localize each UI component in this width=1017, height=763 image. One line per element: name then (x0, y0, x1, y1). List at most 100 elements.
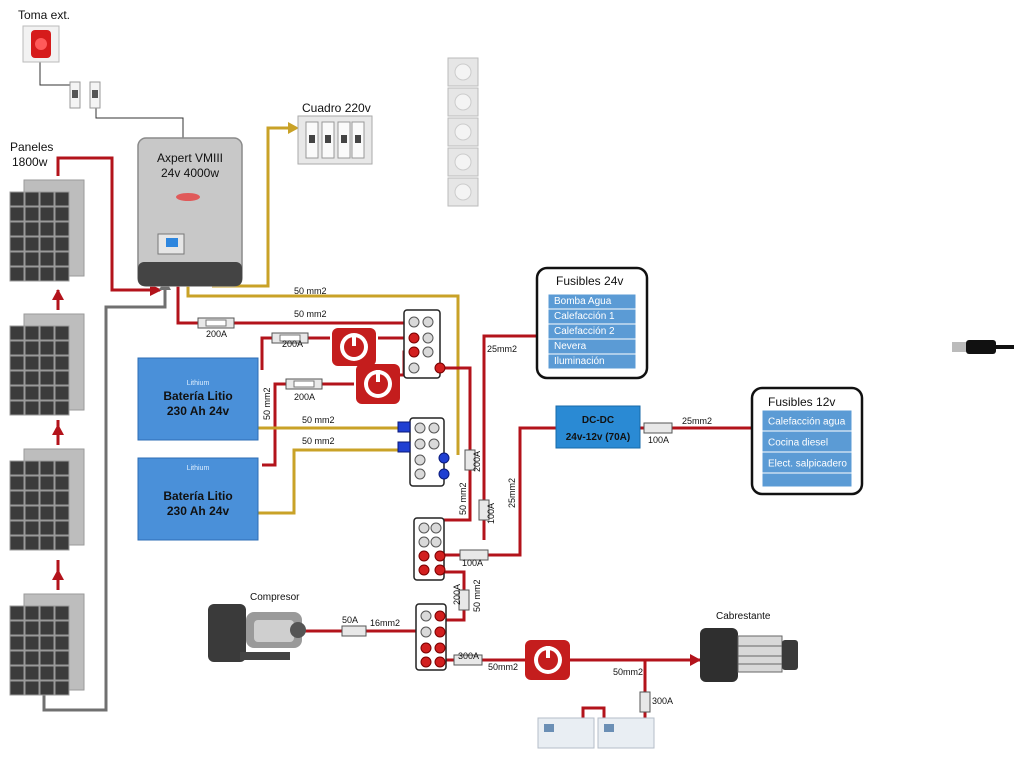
busbar-distribution (413, 517, 446, 581)
wire-breaker-inverter (95, 105, 184, 138)
fuse-200a-vert (464, 449, 476, 471)
wire-solar-negative (42, 285, 167, 712)
arrow-right-icon (150, 284, 162, 296)
wire-label: 50mm2 (613, 667, 643, 677)
fuse-item: Calefacción agua (761, 409, 853, 432)
cabrestante-label: Cabrestante (716, 611, 771, 622)
busbar-lower (415, 603, 447, 671)
battery-1-label-1: Batería Litio (163, 389, 232, 403)
fusibles-12v-title: Fusibles 12v (768, 395, 835, 409)
fuse-item: Calefacción 2 (547, 323, 637, 340)
dcdc-label-2: 24v-12v (70A) (566, 432, 630, 443)
fuse-item-label: Bomba Agua (554, 296, 612, 307)
arrow-right-icon (288, 122, 299, 134)
socket-icon (22, 25, 60, 63)
arrow-up-icon (52, 569, 64, 580)
fuse-200a-bat2 (285, 378, 323, 390)
fuse-label: 100A (462, 558, 483, 568)
fuse-300a-b (639, 691, 651, 713)
winch-icon (700, 628, 798, 682)
wire-label: 50 mm2 (472, 579, 482, 612)
inverter-unit (137, 137, 243, 287)
battery-switch-2 (356, 364, 400, 404)
fuse-item-label: Nevera (554, 341, 587, 352)
fuse-300a-a (453, 654, 483, 666)
fuse-50a (341, 625, 367, 637)
inverter-label-2: 24v 4000w (161, 166, 219, 180)
wire-inverter-pos (176, 285, 404, 325)
battery-switch-1 (332, 328, 376, 366)
battery-2: Lithium (137, 457, 259, 541)
solar-panel (9, 325, 70, 416)
wire-inverter-neg (186, 285, 460, 455)
fuse-100a-dcdc-out (643, 422, 673, 434)
wire-aux-link (581, 706, 606, 718)
arrow-up-icon (52, 424, 64, 435)
paneles-label-1: Paneles (10, 140, 53, 154)
busbar-top (403, 309, 446, 379)
cuadro-label: Cuadro 220v (302, 101, 371, 115)
wire-label: 50 mm2 (302, 415, 335, 425)
solar-panels (9, 179, 85, 696)
compresor-label: Compresor (250, 592, 300, 603)
fuse-item-empty (761, 472, 853, 488)
paneles-label-2: 1800w (12, 155, 48, 169)
electrical-panel-icon (297, 115, 373, 165)
wire-fuses24 (482, 334, 540, 540)
solar-panel (9, 191, 70, 282)
battery-1: Lithium (137, 357, 259, 441)
wire-label: 50 mm2 (294, 309, 327, 319)
fuse-100a-dcdc-in (459, 549, 489, 561)
wire-bat2-neg (258, 448, 400, 515)
fuse-item: Bomba Agua (547, 293, 637, 310)
fuse-label: 300A (652, 696, 673, 706)
breaker-icon (69, 81, 101, 109)
fuse-100a-vert (478, 499, 490, 521)
battery-brand-label: Lithium (187, 380, 210, 387)
fuse-item-label: Iluminación (554, 356, 605, 367)
battery-2-label-1: Batería Litio (163, 489, 232, 503)
solar-panel (9, 605, 70, 696)
fuse-200a-inverter (197, 317, 235, 329)
busbar-negative (397, 417, 450, 487)
wire-label: 16mm2 (370, 618, 400, 628)
fuse-item: Iluminación (547, 353, 637, 370)
fusibles-24v-title: Fusibles 24v (556, 274, 623, 288)
wire-toma (39, 62, 72, 86)
fuse-200a-lower (458, 589, 470, 611)
fuse-item: Cocina diesel (761, 430, 853, 453)
wire-label: 50mm2 (488, 662, 518, 672)
fuse-item-label: Cocina diesel (768, 437, 828, 448)
battery-2-label-2: 230 Ah 24v (167, 504, 230, 518)
fuse-label: 100A (648, 435, 669, 445)
wire-inverter-cuadro (212, 126, 290, 288)
winch-switch (525, 640, 570, 680)
battery-1-label-2: 230 Ah 24v (167, 404, 230, 418)
inverter-label-1: Axpert VMIII (157, 151, 223, 165)
fuse-item-label: Calefacción 1 (554, 311, 615, 322)
solar-panel (9, 460, 70, 551)
fuse-item: Nevera (547, 338, 637, 355)
wire-solar-positive (56, 156, 160, 292)
arrow-right-icon (690, 654, 701, 666)
fuse-label: 200A (282, 339, 303, 349)
wire-label: 25mm2 (507, 478, 517, 508)
fuse-label: 200A (294, 392, 315, 402)
fuse-item: Calefacción 1 (547, 308, 637, 325)
fuse-label: 200A (452, 584, 462, 605)
fuse-label: 200A (206, 329, 227, 339)
arrow-up-icon (52, 289, 64, 300)
fuse-item-label: Elect. salpicadero (768, 458, 847, 469)
outlets-column (447, 57, 479, 207)
wire-label: 50 mm2 (294, 286, 327, 296)
aux-battery-1 (537, 717, 595, 749)
toma-ext-label: Toma ext. (18, 8, 70, 22)
battery-brand-label: Lithium (187, 465, 210, 472)
fuse-label: 200A (472, 451, 482, 472)
fuse-label: 50A (342, 615, 358, 625)
compressor-icon (208, 604, 306, 662)
fuse-label: 300A (458, 651, 479, 661)
wire-label: 50 mm2 (262, 387, 272, 420)
